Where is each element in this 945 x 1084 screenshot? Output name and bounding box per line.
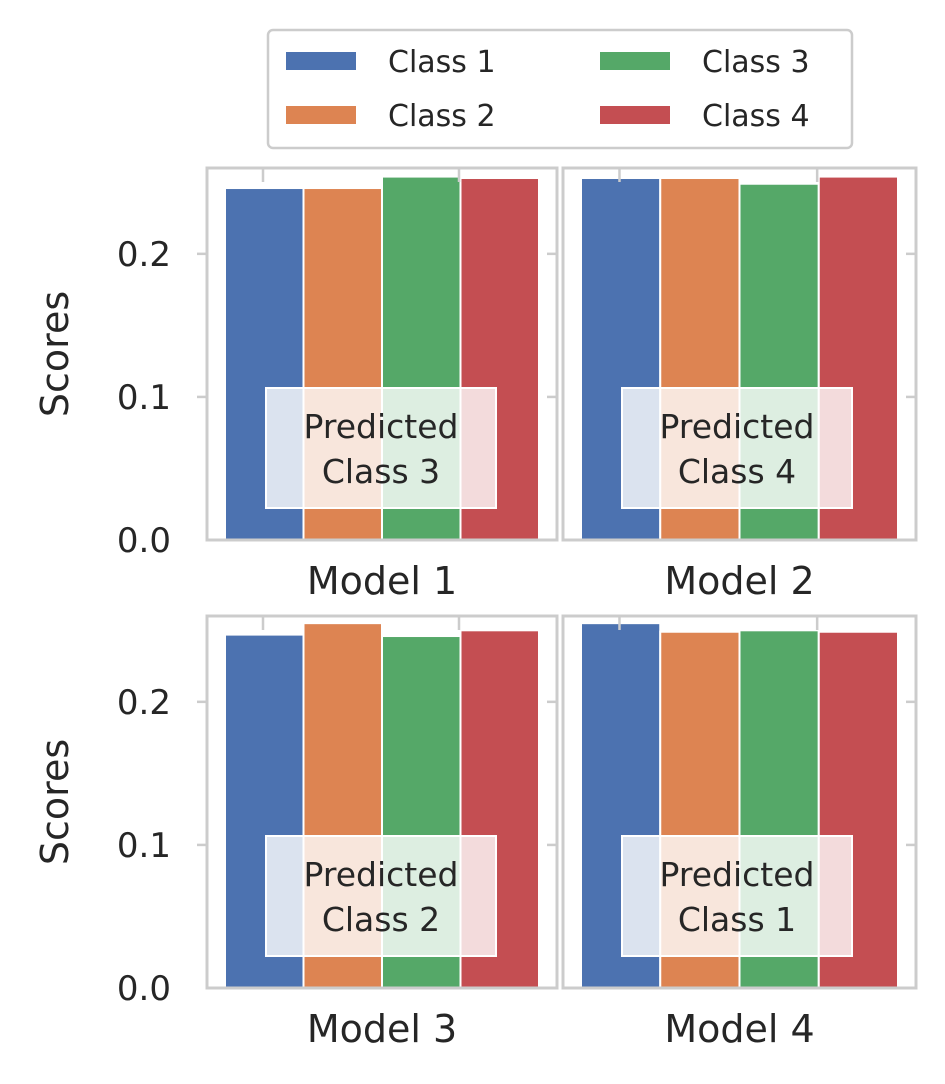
panel-frame (205, 166, 559, 542)
prediction-annotation-box (621, 835, 853, 957)
panel-frame (561, 166, 918, 542)
legend-label-class-3: Class 3 (702, 45, 810, 80)
prediction-annotation-line-2: Class 3 (322, 452, 440, 491)
legend: Class 1 Class 2 Class 3 Class 4 (266, 28, 854, 150)
bar-model-4-class-4 (817, 630, 899, 989)
prediction-annotation-line-1: Predicted (660, 855, 815, 894)
legend-label-class-2: Class 2 (388, 99, 496, 134)
prediction-annotation-line-2: Class 1 (678, 900, 796, 939)
legend-swatch-class-2 (286, 106, 356, 124)
ytick-label-0-2: 0.2 (117, 683, 171, 723)
ytick-label-0-0: 0.0 (117, 521, 171, 561)
y-axis-label: Scores (33, 739, 77, 865)
legend-label-class-4: Class 4 (702, 99, 810, 134)
x-axis-label: Model 2 (664, 559, 814, 603)
prediction-annotation-line-1: Predicted (660, 407, 815, 446)
prediction-annotation-box (265, 387, 497, 509)
legend-swatch-class-1 (286, 52, 356, 70)
legend-frame (266, 28, 854, 150)
prediction-annotation-box (265, 835, 497, 957)
x-axis-label: Model 4 (664, 1007, 814, 1051)
legend-swatch-class-3 (600, 52, 670, 70)
ytick-label-0-2: 0.2 (117, 235, 171, 275)
prediction-annotation-line-2: Class 4 (678, 452, 796, 491)
x-axis-label: Model 3 (307, 1007, 457, 1051)
y-axis-label: Scores (33, 291, 77, 417)
ytick-label-0-1: 0.1 (117, 826, 171, 866)
panel-frame (205, 614, 559, 990)
panel-frame (561, 614, 918, 990)
ytick-label-0-1: 0.1 (117, 378, 171, 418)
x-axis-label: Model 1 (307, 559, 457, 603)
prediction-annotation-line-1: Predicted (304, 407, 459, 446)
legend-label-class-1: Class 1 (388, 45, 496, 80)
legend-swatch-class-4 (600, 106, 670, 124)
prediction-annotation-box (621, 387, 853, 509)
ytick-label-0-0: 0.0 (117, 969, 171, 1009)
prediction-annotation-line-1: Predicted (304, 855, 459, 894)
prediction-annotation-line-2: Class 2 (322, 900, 440, 939)
